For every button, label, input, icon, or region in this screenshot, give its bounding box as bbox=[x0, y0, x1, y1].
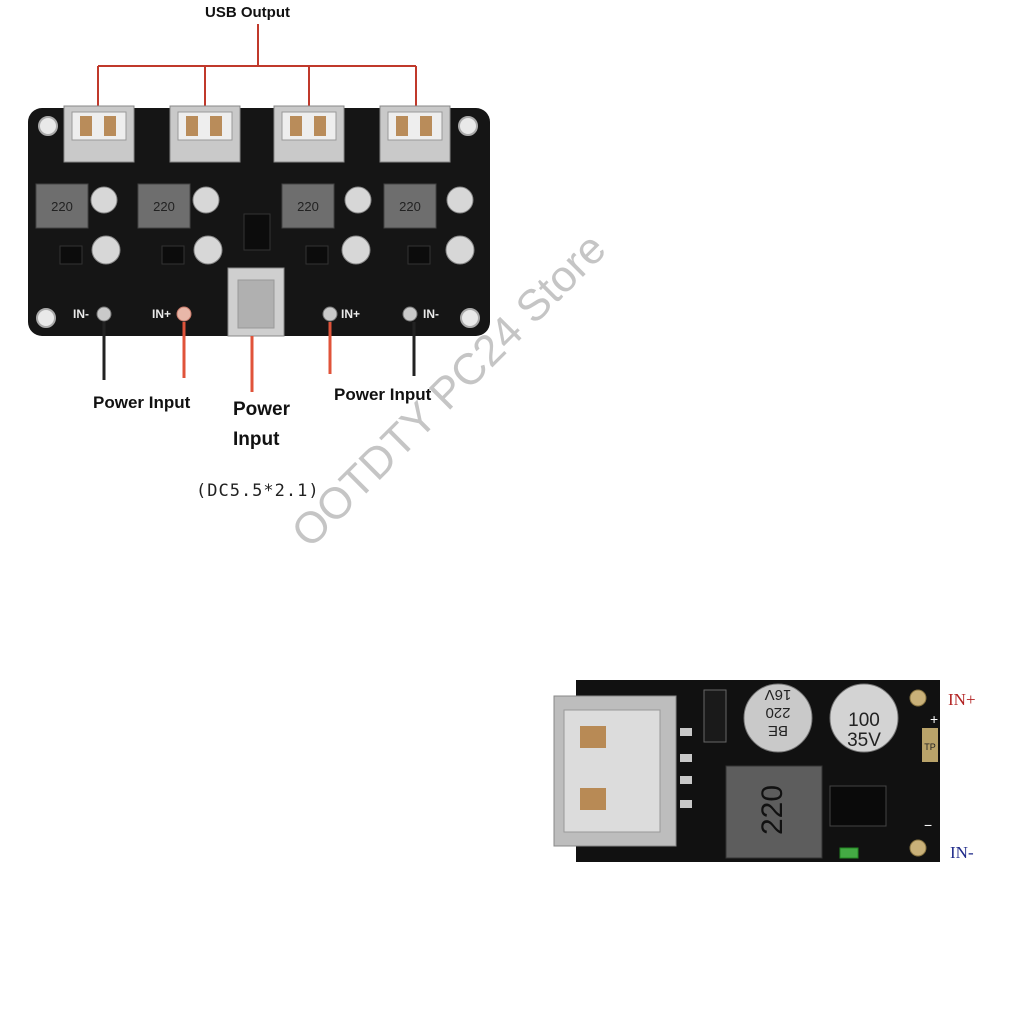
bottom-usb-port bbox=[553, 695, 677, 847]
tp-label: TP bbox=[924, 742, 936, 752]
usb-port-1 bbox=[63, 105, 135, 163]
power-input-right-label: Power Input bbox=[334, 385, 432, 404]
pad-plus-symbol: + bbox=[930, 711, 938, 727]
mounting-holes bbox=[36, 116, 480, 328]
inductor-marking-3: 220 bbox=[297, 199, 319, 214]
inductor-marking-1: 220 bbox=[51, 199, 73, 214]
inductors bbox=[35, 183, 437, 229]
pin-label-in-plus-right: IN+ bbox=[341, 307, 360, 321]
bottom-inductor bbox=[725, 765, 823, 859]
tp-marker bbox=[922, 728, 938, 762]
capacitor-100 bbox=[829, 683, 899, 753]
in-plus-pad bbox=[909, 689, 927, 707]
power-input-center-label-line1: Power bbox=[233, 399, 291, 420]
top-board-illustration: 220 220 220 220 IN- IN+ IN+ IN- bbox=[28, 24, 490, 392]
in-minus-pad bbox=[909, 839, 927, 857]
smd-pads bbox=[680, 728, 692, 808]
bottom-inductor-marking: 220 bbox=[756, 785, 789, 835]
dc-jack-spec-label: (DC5.5*2.1) bbox=[196, 481, 320, 501]
bottom-board-illustration: 16V 220 BE 100 35V 220 TP + − bbox=[553, 680, 940, 862]
cap2-line1: 100 bbox=[848, 710, 880, 731]
usb-port-2 bbox=[169, 105, 241, 163]
pin-label-in-minus-left: IN- bbox=[73, 307, 89, 321]
cap2-line2: 35V bbox=[847, 730, 881, 751]
in-minus-label: IN- bbox=[950, 843, 974, 862]
dc-barrel-jack bbox=[227, 267, 285, 337]
inductor-marking-4: 220 bbox=[399, 199, 421, 214]
power-input-center-label-line2: Input bbox=[233, 429, 280, 450]
pad-minus-symbol: − bbox=[924, 817, 932, 833]
cap1-line2: 220 bbox=[765, 704, 790, 721]
cap1-line3: BE bbox=[768, 722, 788, 739]
bottom-ic-chip bbox=[829, 785, 887, 827]
big-capacitors bbox=[91, 235, 475, 265]
status-led bbox=[839, 847, 859, 859]
power-input-left-label: Power Input bbox=[93, 393, 191, 412]
pin-label-in-minus-right: IN- bbox=[423, 307, 439, 321]
ic-chips bbox=[59, 213, 431, 265]
inductor-marking-2: 220 bbox=[153, 199, 175, 214]
usb-output-connector-lines bbox=[97, 24, 417, 112]
input-pads bbox=[96, 306, 418, 322]
capacitor-220 bbox=[743, 683, 813, 753]
pin-label-in-plus-left: IN+ bbox=[152, 307, 171, 321]
usb-port-4 bbox=[379, 105, 451, 163]
diode bbox=[703, 689, 727, 743]
in-plus-label: IN+ bbox=[948, 690, 976, 709]
small-capacitors bbox=[90, 186, 474, 214]
power-input-leads bbox=[102, 322, 416, 392]
usb-port-3 bbox=[273, 105, 345, 163]
usb-output-label: USB Output bbox=[205, 4, 290, 21]
cap1-line1: 16V bbox=[765, 686, 792, 703]
